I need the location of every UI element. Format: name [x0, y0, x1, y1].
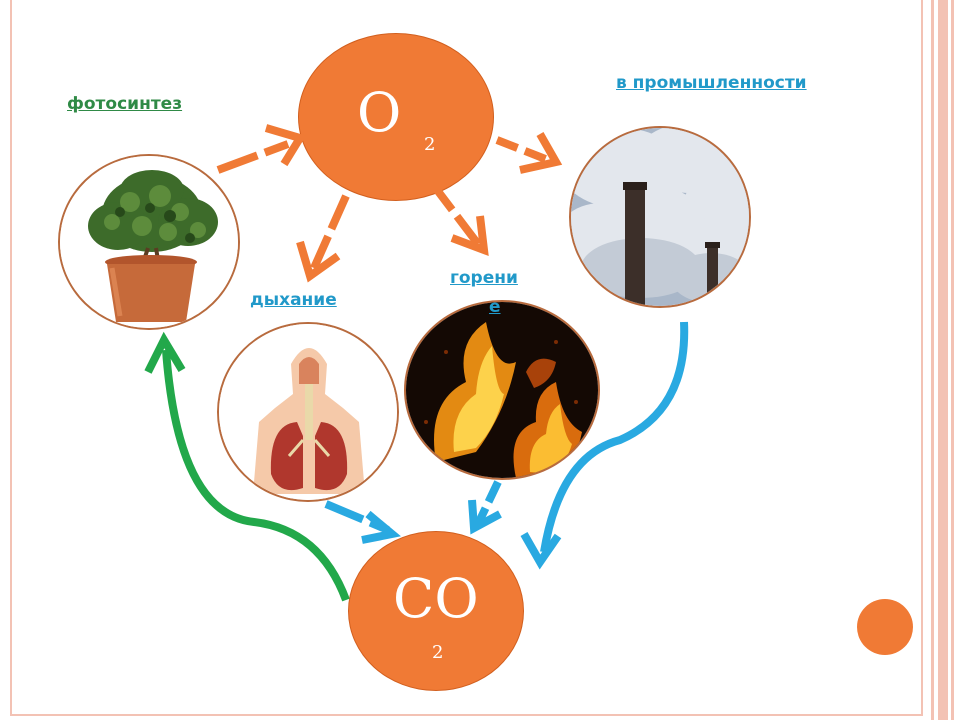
arrow-plant-to-o2	[216, 140, 290, 174]
arrow-o2-to-burning	[424, 175, 482, 247]
arrow-co2-to-plant	[162, 349, 350, 602]
plant-icon	[60, 156, 238, 328]
lungs-icon	[219, 324, 397, 500]
o2-node: O 2	[298, 33, 494, 201]
fire-icon	[406, 302, 598, 478]
co2-symbol: CO	[393, 567, 479, 630]
plant-image	[58, 154, 240, 330]
arrow-o2-to-breathing	[310, 194, 350, 270]
label-photosynthesis: фотосинтез	[67, 94, 183, 114]
arrow-industry-to-co2	[540, 321, 689, 553]
label-industry: в промышленности	[616, 73, 807, 93]
arrow-burning-to-co2	[474, 480, 502, 526]
decor-stripe	[931, 0, 934, 720]
label-burning-wrap: е	[489, 297, 501, 317]
slide-frame	[10, 0, 923, 716]
co2-subscript: 2	[432, 642, 444, 663]
breathing-image	[217, 322, 399, 502]
arrow-o2-to-industry	[495, 136, 550, 164]
burning-image	[404, 300, 600, 480]
decor-dot	[857, 599, 913, 655]
co2-node: CO 2	[348, 531, 524, 691]
decor-stripe	[951, 0, 954, 720]
o2-subscript: 2	[424, 134, 436, 155]
label-breathing: дыхание	[250, 290, 337, 310]
decor-stripe	[938, 0, 948, 720]
label-burning: горени	[450, 268, 518, 288]
o2-symbol: O	[357, 81, 402, 144]
